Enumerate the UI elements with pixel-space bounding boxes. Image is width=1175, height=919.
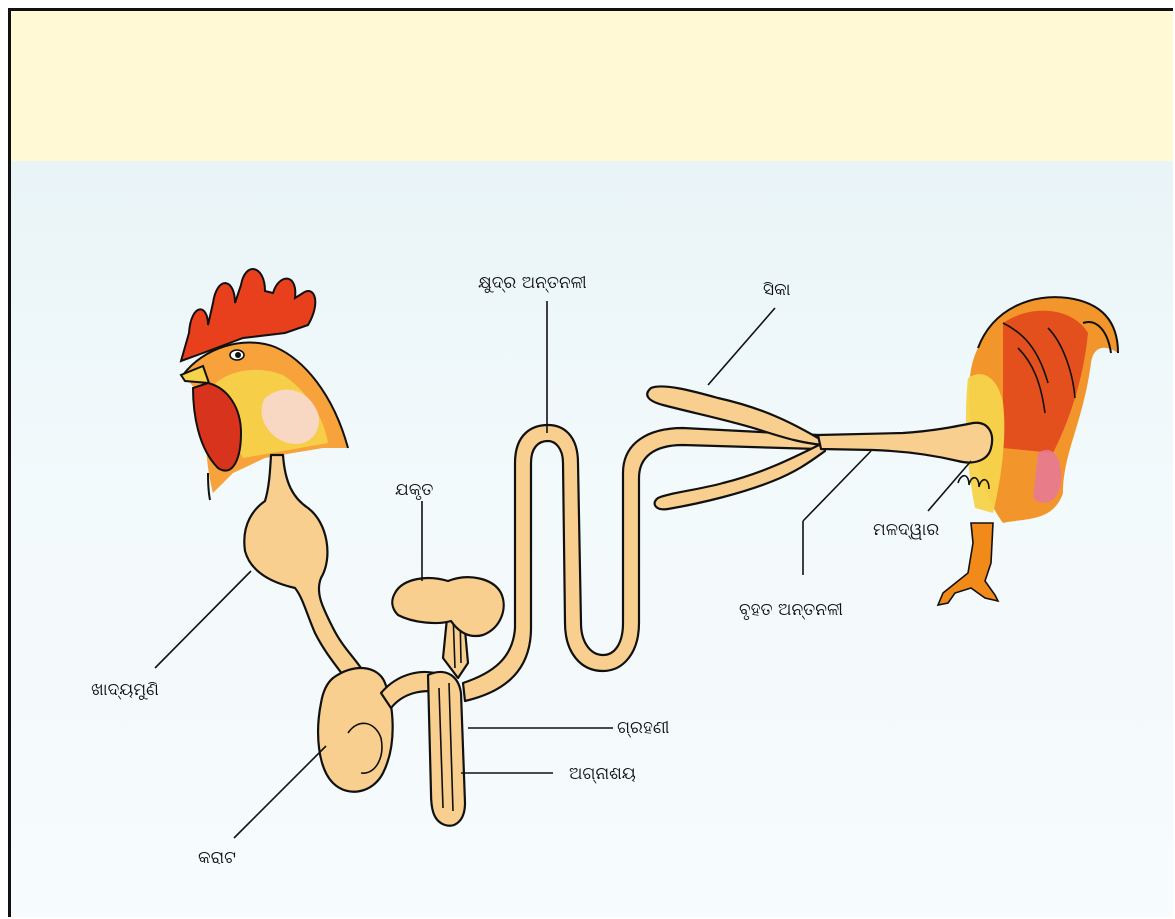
rooster-head-icon: [181, 269, 348, 500]
label-large-intestine: ବୃହତ ଅନ୍ତନଳୀ: [739, 600, 843, 620]
caeca-lower-shape: [655, 443, 825, 509]
label-duodenum: ଗ୍ରହଣୀ: [617, 718, 670, 738]
duodenum-shape: [428, 672, 465, 826]
digestive-tract: [244, 386, 992, 825]
crop-shape: [244, 455, 363, 683]
gizzard-shape: [318, 668, 393, 792]
label-cloaca: ମଳଦ୍ୱାର: [873, 520, 939, 540]
large-intestine-shape: [818, 423, 992, 463]
label-pancreas: ଅଗ୍ନାଶୟ: [569, 764, 636, 784]
diagram-frame: ଖାଦ୍ୟମୁଣି କରାଟ ଯକୃତ କ୍ଷୁଦ୍ର ଅନ୍ତନଳୀ ଗ୍ରହ…: [8, 8, 1173, 917]
small-intestine-shape: [463, 425, 818, 701]
label-gizzard: କରାଟ: [198, 848, 236, 868]
digestive-system-diagram: ଖାଦ୍ୟମୁଣି କରାଟ ଯକୃତ କ୍ଷୁଦ୍ର ଅନ୍ତନଳୀ ଗ୍ରହ…: [11, 11, 1173, 917]
label-small-intestine: କ୍ଷୁଦ୍ର ଅନ୍ତନଳୀ: [478, 273, 587, 293]
label-caeca: ସିକା: [763, 280, 791, 300]
label-crop: ଖାଦ୍ୟମୁଣି: [91, 680, 159, 700]
label-liver: ଯକୃତ: [395, 480, 433, 500]
